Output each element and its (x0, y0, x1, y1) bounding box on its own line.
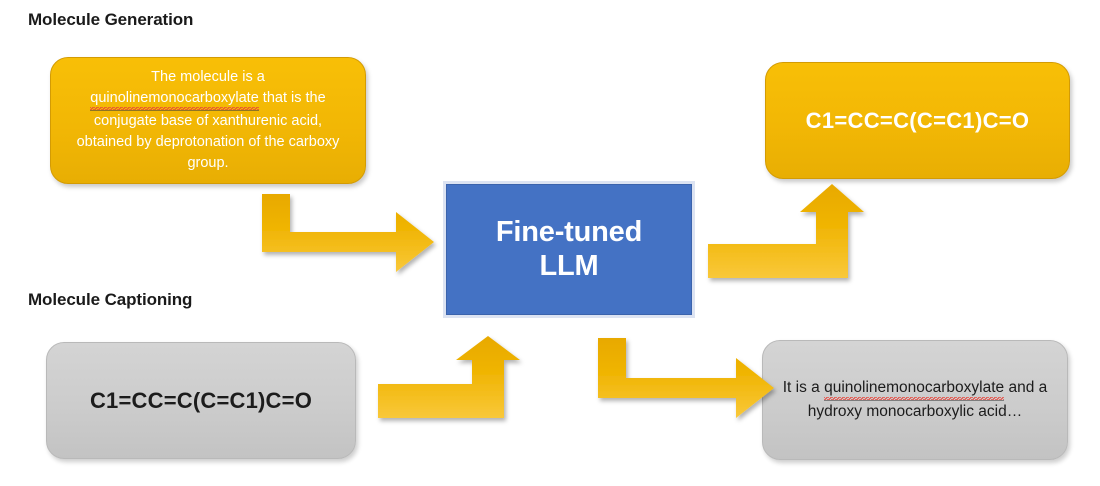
spellcheck-underlined-term: quinolinemonocarboxylate (90, 87, 259, 111)
arrow-prompt-to-model-shape (262, 194, 434, 272)
captioning-output-text-after: and a hydroxy monocarboxylic acid… (807, 379, 1048, 420)
captioning-output-box: It is a quinolinemonocarboxylate and a h… (762, 340, 1068, 460)
model-label-line2: LLM (539, 249, 599, 282)
generation-prompt-text-before: The molecule is a (151, 68, 265, 85)
captioning-input-smiles: C1=CC=C(C=C1)C=O (89, 387, 313, 413)
arrow-model-to-output (708, 184, 864, 278)
generation-prompt-text: The molecule is a quinolinemonocarboxyla… (67, 67, 349, 174)
captioning-input-box: C1=CC=C(C=C1)C=O (46, 342, 356, 459)
section-heading-molecule-generation: Molecule Generation (28, 10, 194, 29)
arrow-input-to-model-shape (378, 336, 520, 418)
model-label-line1: Fine-tuned (495, 215, 643, 248)
spellcheck-underlined-term: quinolinemonocarboxylate (824, 377, 1005, 401)
generation-prompt-box: The molecule is a quinolinemonocarboxyla… (50, 57, 366, 184)
captioning-output-text-before: It is a (782, 379, 825, 396)
captioning-output-text: It is a quinolinemonocarboxylate and a h… (773, 377, 1057, 423)
generation-prompt-text-after: that is the conjugate base of xanthureni… (76, 89, 340, 172)
arrow-model-to-output-shape (708, 184, 864, 278)
generation-output-box: C1=CC=C(C=C1)C=O (765, 62, 1070, 179)
arrow-prompt-to-model (262, 194, 434, 272)
section-heading-molecule-captioning: Molecule Captioning (28, 290, 193, 309)
arrow-model-to-caption-shape (598, 338, 774, 418)
arrow-model-to-caption (598, 338, 774, 418)
generation-output-smiles: C1=CC=C(C=C1)C=O (805, 107, 1030, 133)
arrow-input-to-model (378, 336, 520, 418)
